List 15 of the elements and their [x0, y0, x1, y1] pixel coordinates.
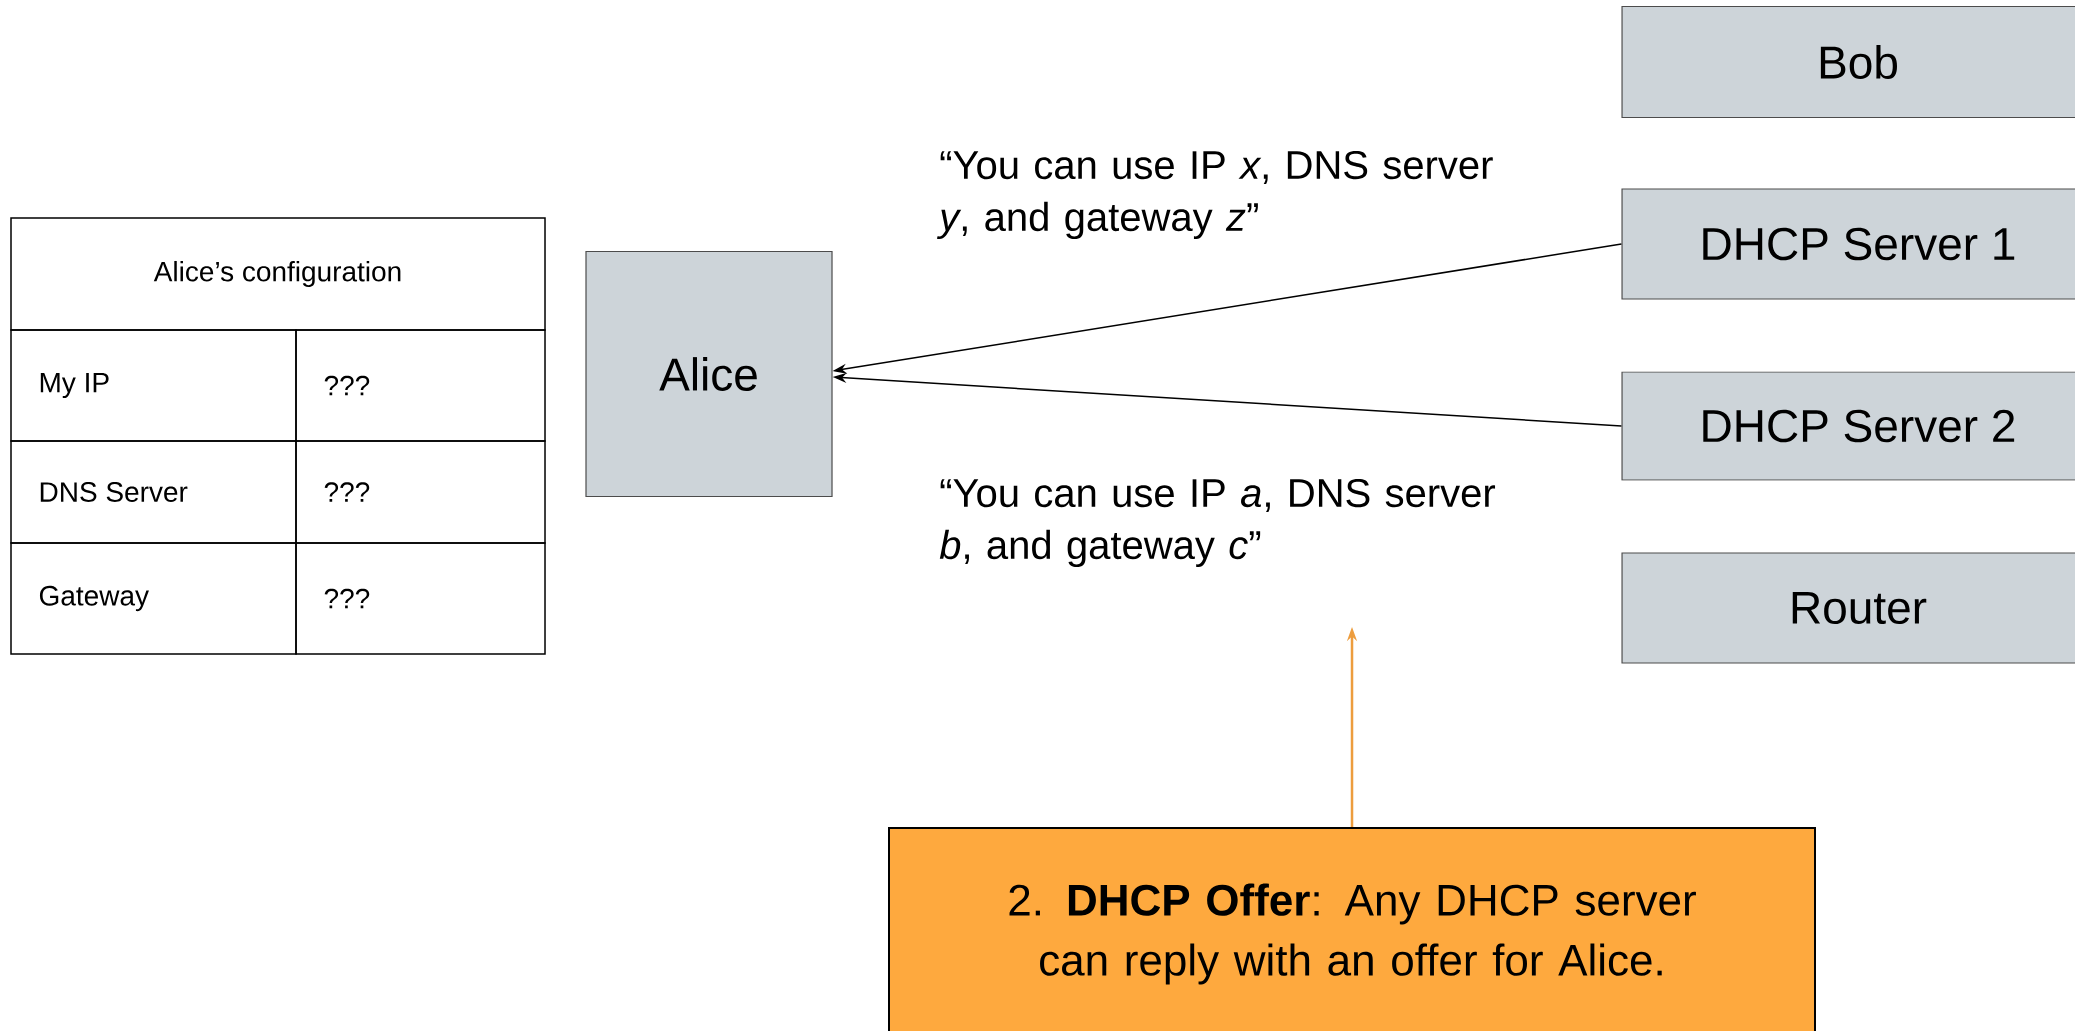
- edge-label: “You can use IP a, DNS server b, and gateway c”: [939, 478, 1496, 568]
- table-cell: Gateway: [10, 542, 297, 655]
- table-cell: ???: [295, 329, 546, 442]
- device-box: Router: [1621, 552, 2075, 664]
- edge-label: “You can use IP x, DNS server y, and gateway z”: [936, 150, 1493, 240]
- table-header: Alice’s configuration: [10, 217, 546, 331]
- server-box: DHCP Server 1: [1621, 188, 2075, 300]
- device-box: Alice: [585, 250, 833, 498]
- callout-box: 2. DHCP Offer: Any DHCP server can reply with an offer for Alice.: [888, 827, 1816, 1031]
- table-cell: DNS Server: [10, 440, 297, 544]
- device-box: Bob: [1621, 5, 2075, 119]
- server-box: DHCP Server 2: [1621, 371, 2075, 481]
- table-cell: My IP: [10, 329, 297, 442]
- table-cell: ???: [295, 440, 546, 544]
- table-cell: ???: [295, 542, 546, 655]
